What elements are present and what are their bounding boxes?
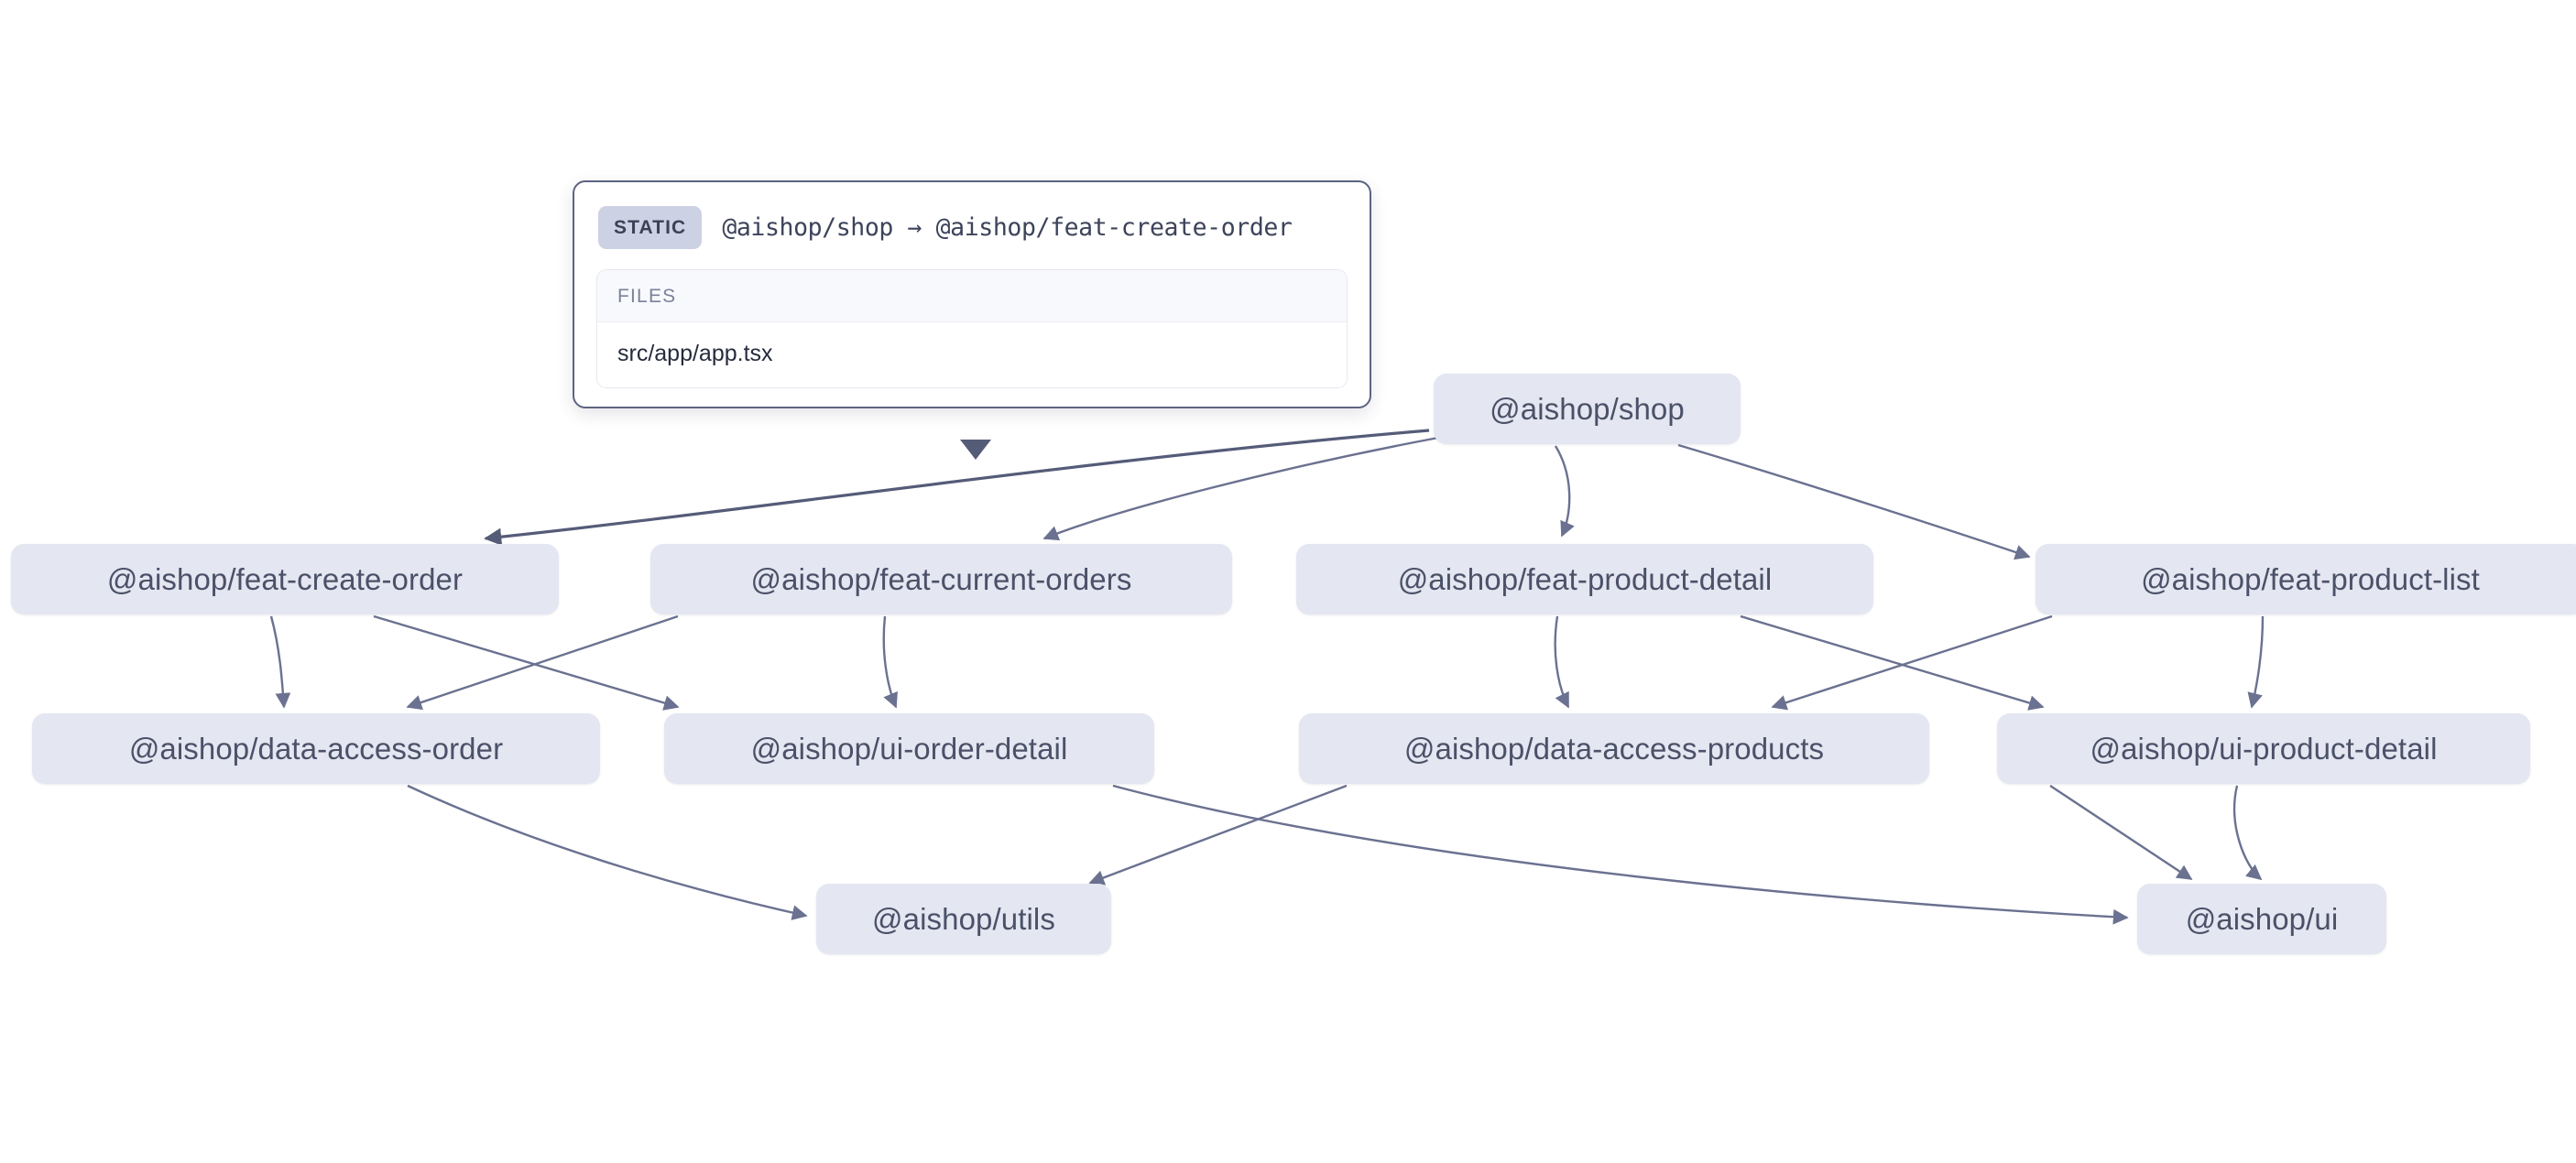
node-label: @aishop/data-access-order [128,731,504,766]
graph-node-data-access-products[interactable]: @aishop/data-access-products [1299,713,1929,784]
graph-node-feat-create-order[interactable]: @aishop/feat-create-order [11,544,559,614]
graph-node-ui[interactable]: @aishop/ui [2137,884,2386,954]
node-label: @aishop/feat-product-list [2141,561,2480,596]
node-label: @aishop/data-access-products [1403,731,1825,766]
tooltip-header: STATIC @aishop/shop → @aishop/feat-creat… [596,202,1348,249]
graph-node-ui-order-detail[interactable]: @aishop/ui-order-detail [664,713,1154,784]
edge-feat-product-list-to-data-access-products[interactable] [1771,614,2053,711]
node-label: @aishop/utils [872,901,1055,936]
edge-shop-to-feat-product-list[interactable] [1677,443,2031,560]
graph-node-utils[interactable]: @aishop/utils [816,884,1111,954]
edge-shop-to-feat-current-orders[interactable] [1042,436,1439,541]
file-list-item[interactable]: src/app/app.tsx [597,322,1347,387]
graph-node-shop[interactable]: @aishop/shop [1434,374,1741,444]
node-label: @aishop/feat-current-orders [750,561,1132,596]
edge-ui-order-detail-to-ui[interactable] [1112,784,2129,925]
dependency-type-badge: STATIC [598,206,703,249]
edge-shop-to-feat-create-order[interactable] [484,429,1430,546]
node-label: @aishop/ui-product-detail [2090,731,2438,766]
edge-detail-tooltip: STATIC @aishop/shop → @aishop/feat-creat… [573,180,1371,408]
node-label: @aishop/ui [2185,901,2339,936]
edge-feat-create-order-to-data-access-order[interactable] [269,615,291,709]
edge-ui-product-detail-to-ui-a[interactable] [2049,784,2193,881]
edge-ui-product-detail-to-ui-b[interactable] [2232,785,2263,881]
edge-data-access-products-to-utils[interactable] [1088,784,1348,886]
edge-feat-create-order-to-ui-order-detail[interactable] [373,614,680,711]
edge-feat-current-orders-to-ui-order-detail[interactable] [882,615,898,709]
edge-feat-current-orders-to-data-access-order[interactable] [406,614,679,711]
node-label: @aishop/feat-create-order [106,561,464,596]
files-panel-header: FILES [597,270,1347,322]
edge-feat-product-list-to-ui-product-detail[interactable] [2247,615,2265,709]
node-label: @aishop/shop [1490,391,1685,426]
edge-data-access-order-to-utils[interactable] [407,784,808,920]
edge-feat-product-detail-to-data-access-products[interactable] [1554,615,1570,709]
node-label: @aishop/feat-product-detail [1397,561,1773,596]
graph-node-feat-product-list[interactable]: @aishop/feat-product-list [2036,544,2576,614]
graph-node-ui-product-detail[interactable]: @aishop/ui-product-detail [1997,713,2530,784]
files-panel: FILES src/app/app.tsx [596,269,1348,388]
node-label: @aishop/ui-order-detail [750,731,1068,766]
graph-node-data-access-order[interactable]: @aishop/data-access-order [32,713,600,784]
edge-feat-product-detail-to-ui-product-detail[interactable] [1740,614,2045,711]
dependency-title: @aishop/shop → @aishop/feat-create-order [722,213,1293,242]
graph-node-feat-current-orders[interactable]: @aishop/feat-current-orders [650,544,1232,614]
edge-tooltip-anchor-marker [960,440,991,460]
graph-node-feat-product-detail[interactable]: @aishop/feat-product-detail [1296,544,1873,614]
edge-shop-to-feat-product-detail[interactable] [1554,445,1575,538]
